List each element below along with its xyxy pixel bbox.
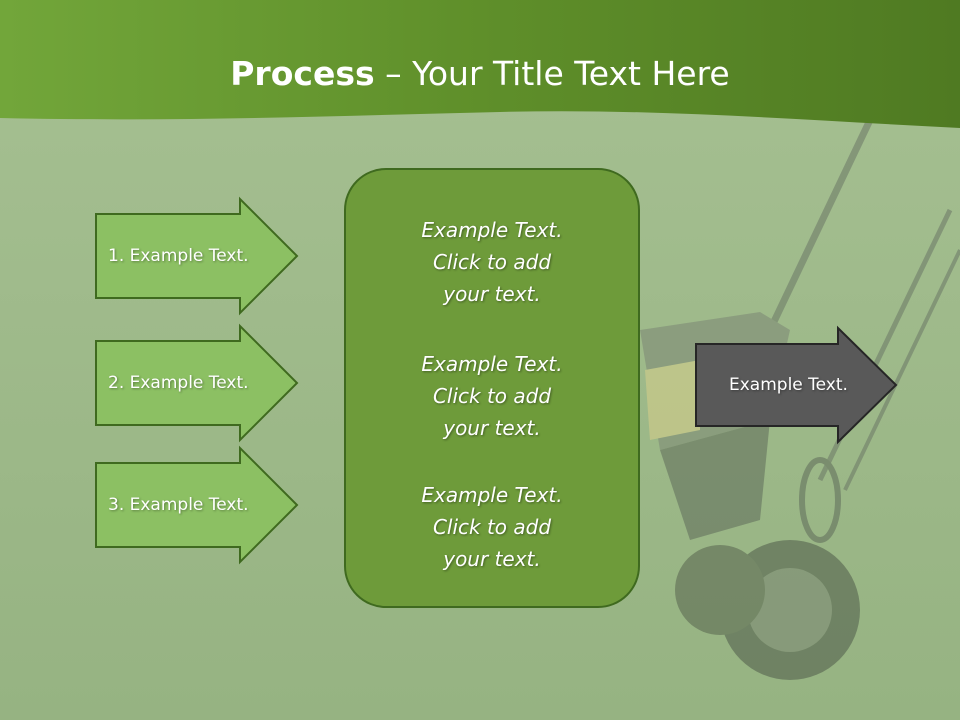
- left-arrow-label-2[interactable]: 2. Example Text.: [108, 373, 249, 393]
- center-line: Example Text.: [421, 483, 563, 507]
- center-paragraph-3[interactable]: Example Text. Click to add your text.: [346, 479, 638, 575]
- slide-title-rest: – Your Title Text Here: [374, 54, 730, 93]
- arrow-shape-2: [95, 323, 299, 443]
- slide-title-bold: Process: [230, 54, 375, 93]
- center-line: Click to add: [432, 384, 552, 408]
- center-line: Click to add: [432, 515, 552, 539]
- center-line: your text.: [443, 282, 541, 306]
- left-arrow-label-1[interactable]: 1. Example Text.: [108, 246, 249, 266]
- arrow-shape-right: [695, 325, 898, 445]
- center-paragraph-2[interactable]: Example Text. Click to add your text.: [346, 348, 638, 444]
- slide-title: Process – Your Title Text Here: [0, 52, 960, 96]
- header-banner: [0, 0, 960, 128]
- center-line: Example Text.: [421, 352, 563, 376]
- right-arrow-label[interactable]: Example Text.: [729, 375, 848, 395]
- center-line: Click to add: [432, 250, 552, 274]
- arrow-shape-1: [95, 196, 299, 316]
- arrow-shape-3: [95, 445, 299, 565]
- center-text-box[interactable]: Example Text. Click to add your text. Ex…: [344, 168, 640, 608]
- center-line: your text.: [443, 416, 541, 440]
- center-line: your text.: [443, 547, 541, 571]
- left-arrow-label-3[interactable]: 3. Example Text.: [108, 495, 249, 515]
- center-paragraph-1[interactable]: Example Text. Click to add your text.: [346, 214, 638, 310]
- center-line: Example Text.: [421, 218, 563, 242]
